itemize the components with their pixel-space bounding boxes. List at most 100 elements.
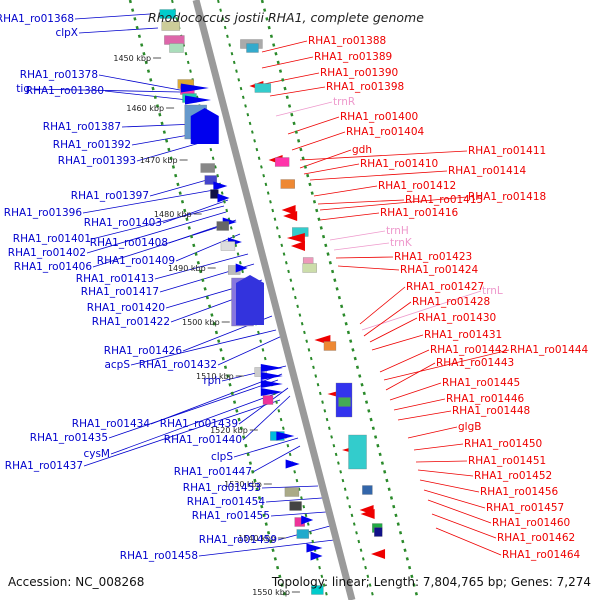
gene-arrow-reverse <box>360 509 375 519</box>
reverse-connector <box>389 382 442 401</box>
forward-gene-label[interactable]: RHA1_ro01437 <box>5 460 83 472</box>
gene-arrow-forward <box>190 108 219 144</box>
reverse-gene-label[interactable]: RHA1_ro01460 <box>492 517 570 529</box>
rna-gene-label[interactable]: trnL <box>482 285 503 297</box>
reverse-gene-label[interactable]: RHA1_ro01418 <box>468 191 546 203</box>
forward-gene-label[interactable]: RHA1_ro01396 <box>4 207 83 219</box>
backbone-line <box>192 0 356 600</box>
forward-gene-label[interactable]: RHA1_ro01368 <box>0 13 74 25</box>
forward-gene-label[interactable]: RHA1_ro01378 <box>20 69 98 81</box>
gene-block-reverse <box>323 341 337 351</box>
reverse-gene-label[interactable]: RHA1_ro01464 <box>502 549 581 561</box>
gene-arrow-forward <box>217 193 230 203</box>
reverse-gene-label[interactable]: RHA1_ro01427 <box>406 281 484 293</box>
reverse-gene-label[interactable]: RHA1_ro01390 <box>320 67 398 79</box>
reverse-gene-label[interactable]: RHA1_ro01443 <box>436 357 514 369</box>
reverse-connector <box>337 265 400 271</box>
reverse-gene-label[interactable]: RHA1_ro01389 <box>314 51 392 63</box>
forward-gene-label[interactable]: RHA1_ro01435 <box>30 432 108 444</box>
forward-gene-label[interactable]: RHA1_ro01380 <box>26 85 104 97</box>
forward-gene-label[interactable]: RHA1_ro01434 <box>72 418 151 430</box>
reverse-gene-label[interactable]: RHA1_ro01442 <box>430 344 508 356</box>
rna-gene-label[interactable]: trnK <box>390 237 413 249</box>
reverse-gene-label[interactable]: RHA1_ro01450 <box>464 438 542 450</box>
forward-gene-label[interactable]: RHA1_ro01417 <box>81 286 159 298</box>
gene-arrow-forward <box>285 459 300 469</box>
forward-gene-label[interactable]: clpX <box>55 27 78 39</box>
forward-gene-label[interactable]: rph <box>203 375 221 387</box>
forward-gene-label[interactable]: tig <box>16 83 30 95</box>
reverse-gene-label[interactable]: RHA1_ro01424 <box>400 264 479 276</box>
forward-connector <box>130 329 277 366</box>
forward-gene-label[interactable]: RHA1_ro01392 <box>53 139 131 151</box>
forward-gene-label[interactable]: RHA1_ro01426 <box>104 345 183 357</box>
reverse-gene-label[interactable]: RHA1_ro01410 <box>360 158 438 170</box>
forward-gene-label[interactable]: RHA1_ro01393 <box>58 155 136 167</box>
tick-label: 1520 kbp <box>210 426 248 435</box>
reverse-gene-label[interactable]: RHA1_ro01414 <box>448 165 527 177</box>
forward-gene-label[interactable]: RHA1_ro01413 <box>76 273 154 285</box>
rna-gene-label[interactable]: trnR <box>333 96 355 108</box>
forward-gene-label[interactable]: RHA1_ro01459 <box>199 534 277 546</box>
reverse-gene-label[interactable]: RHA1_ro01428 <box>412 296 490 308</box>
forward-gene-label[interactable]: RHA1_ro01455 <box>192 510 270 522</box>
gene-arrow-forward <box>260 372 283 380</box>
reverse-connector <box>383 349 510 381</box>
tick-label: 1530 kbp <box>224 480 262 489</box>
reverse-gene-label[interactable]: gdh <box>352 144 372 156</box>
reverse-connector <box>363 301 412 337</box>
reverse-gene-label[interactable]: RHA1_ro01416 <box>380 207 459 219</box>
forward-gene-label[interactable]: RHA1_ro01458 <box>120 550 198 562</box>
forward-gene-label[interactable]: RHA1_ro01454 <box>187 496 266 508</box>
reverse-gene-label[interactable]: RHA1_ro01423 <box>394 251 472 263</box>
reverse-gene-label[interactable]: RHA1_ro01452 <box>474 470 552 482</box>
reverse-gene-label[interactable]: RHA1_ro01430 <box>418 312 496 324</box>
reverse-gene-label[interactable]: RHA1_ro01445 <box>442 377 520 389</box>
reverse-gene-label[interactable]: RHA1_ro01431 <box>424 329 502 341</box>
forward-gene-label[interactable]: clpS <box>211 451 233 463</box>
rna-gene-label[interactable]: trnH <box>386 225 409 237</box>
forward-connector <box>242 395 291 441</box>
forward-connector <box>261 485 319 489</box>
forward-gene-label[interactable]: acpS <box>104 359 130 371</box>
forward-gene-label[interactable]: RHA1_ro01397 <box>71 190 149 202</box>
reverse-gene-label[interactable]: RHA1_ro01388 <box>308 35 386 47</box>
reverse-gene-label[interactable]: RHA1_ro01451 <box>468 455 546 467</box>
gene-block-reverse <box>274 157 290 167</box>
gene-block-forward <box>164 35 185 45</box>
forward-gene-label[interactable]: RHA1_ro01439 <box>160 418 238 430</box>
forward-gene-label[interactable]: RHA1_ro01406 <box>14 261 93 273</box>
forward-gene-label[interactable]: cysM <box>83 448 110 460</box>
gene-block-forward <box>296 529 309 539</box>
reverse-gene-label[interactable]: glgB <box>458 421 481 433</box>
forward-gene-label[interactable]: RHA1_ro01440 <box>164 434 242 446</box>
forward-gene-label[interactable]: RHA1_ro01387 <box>43 121 121 133</box>
gene-block-forward <box>262 395 274 405</box>
reverse-gene-label[interactable]: RHA1_ro01400 <box>340 111 418 123</box>
forward-gene-label[interactable]: RHA1_ro01409 <box>97 255 175 267</box>
reverse-gene-label[interactable]: RHA1_ro01404 <box>346 126 425 138</box>
forward-gene-label[interactable]: RHA1_ro01453 <box>183 482 261 494</box>
reverse-gene-label[interactable]: RHA1_ro01398 <box>326 81 404 93</box>
gene-arrow-forward <box>310 551 323 561</box>
accession-text: Accession: NC_008268 <box>8 575 144 589</box>
forward-gene-label[interactable]: RHA1_ro01408 <box>90 237 168 249</box>
forward-gene-label[interactable]: RHA1_ro01401 <box>13 233 91 245</box>
reverse-gene-label[interactable]: RHA1_ro01462 <box>497 532 575 544</box>
forward-gene-label[interactable]: RHA1_ro01403 <box>84 217 162 229</box>
forward-gene-label[interactable]: RHA1_ro01432 <box>139 359 217 371</box>
forward-gene-label[interactable]: RHA1_ro01422 <box>92 316 170 328</box>
reverse-gene-label[interactable]: RHA1_ro01456 <box>480 486 559 498</box>
reverse-gene-label[interactable]: RHA1_ro01446 <box>446 393 525 405</box>
reverse-gene-label[interactable]: RHA1_ro01448 <box>452 405 530 417</box>
reverse-gene-label[interactable]: RHA1_ro01415 <box>405 194 483 206</box>
gene-arrow-forward <box>260 364 283 372</box>
reverse-gene-label[interactable]: RHA1_ro01444 <box>510 344 589 356</box>
forward-gene-label[interactable]: RHA1_ro01447 <box>174 466 252 478</box>
reverse-connector <box>299 149 352 169</box>
forward-gene-label[interactable]: RHA1_ro01420 <box>87 302 165 314</box>
forward-gene-label[interactable]: RHA1_ro01402 <box>8 247 86 259</box>
reverse-gene-label[interactable]: RHA1_ro01412 <box>378 180 456 192</box>
reverse-gene-label[interactable]: RHA1_ro01411 <box>468 145 546 157</box>
reverse-gene-label[interactable]: RHA1_ro01457 <box>486 502 564 514</box>
